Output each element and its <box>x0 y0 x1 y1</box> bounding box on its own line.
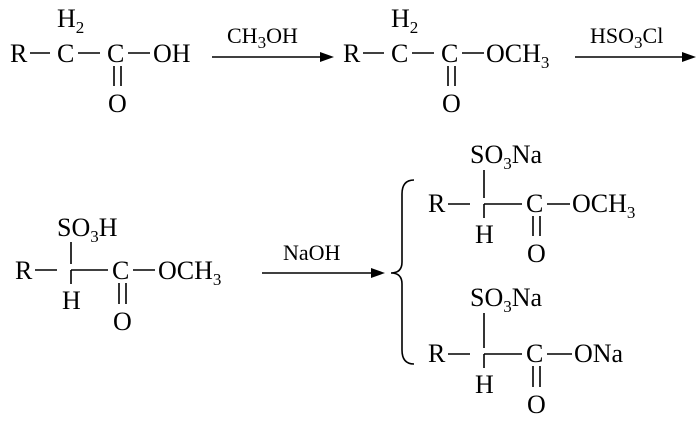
reagent-methanol: CH3OH <box>227 23 298 52</box>
sulfonated-ester: SO3H R H C OCH3 O <box>15 213 221 336</box>
s1-ch2-hydrogen: H2 <box>57 4 84 37</box>
p2-carbonyl-oxygen: O <box>527 390 546 419</box>
arrow-methanol: CH3OH <box>212 23 334 62</box>
s1-r: R <box>10 39 28 68</box>
s2-methoxy: OCH3 <box>486 39 549 72</box>
s2-carbonyl-carbon: C <box>441 39 458 68</box>
p2-r: R <box>428 339 446 368</box>
p2-sulfonate-group: SO3Na <box>470 283 543 316</box>
s3-sulfonic-acid-group: SO3H <box>57 213 118 246</box>
p1-sulfonate-group: SO3Na <box>470 140 543 173</box>
reagent-sodium-hydroxide: NaOH <box>283 240 341 265</box>
p1-methoxy: OCH3 <box>572 189 635 222</box>
reagent-chlorosulfonic-acid: HSO3Cl <box>590 23 663 52</box>
arrow-1-head <box>320 52 334 62</box>
s3-carbonyl-oxygen: O <box>113 307 132 336</box>
p2-alpha-hydrogen: H <box>475 370 494 399</box>
s2-ch2-hydrogen: H2 <box>391 4 418 37</box>
s2-r: R <box>343 39 361 68</box>
s3-methoxy: OCH3 <box>158 256 221 289</box>
product-sodium-sulfonate-ester: SO3Na R H C OCH3 O <box>428 140 635 268</box>
s1-carbonyl-oxygen: O <box>108 89 127 118</box>
s3-r: R <box>15 256 33 285</box>
s2-ch2-carbon: C <box>391 39 408 68</box>
s3-alpha-hydrogen: H <box>62 286 81 315</box>
methyl-ester: R C H2 C OCH3 O <box>343 4 549 118</box>
s1-carbonyl-carbon: C <box>107 39 124 68</box>
arrow-2-head <box>682 52 696 62</box>
p2-carbonyl-carbon: C <box>526 339 543 368</box>
product-brace <box>390 179 415 365</box>
arrow-3-head <box>371 268 385 278</box>
starting-acid: R C H2 C OH O <box>10 4 191 118</box>
p2-sodium-carboxylate: ONa <box>574 339 624 368</box>
arrow-sodium-hydroxide: NaOH <box>262 240 385 278</box>
s2-carbonyl-oxygen: O <box>442 89 461 118</box>
product-disodium-salt: SO3Na R H C ONa O <box>428 283 624 419</box>
s1-hydroxyl: OH <box>153 39 191 68</box>
p1-carbonyl-carbon: C <box>526 189 543 218</box>
s1-ch2-carbon: C <box>57 39 74 68</box>
p1-r: R <box>428 189 446 218</box>
p1-alpha-hydrogen: H <box>475 220 494 249</box>
arrow-chlorosulfonic-acid: HSO3Cl <box>575 23 696 62</box>
p1-carbonyl-oxygen: O <box>527 239 546 268</box>
s3-carbonyl-carbon: C <box>112 256 129 285</box>
